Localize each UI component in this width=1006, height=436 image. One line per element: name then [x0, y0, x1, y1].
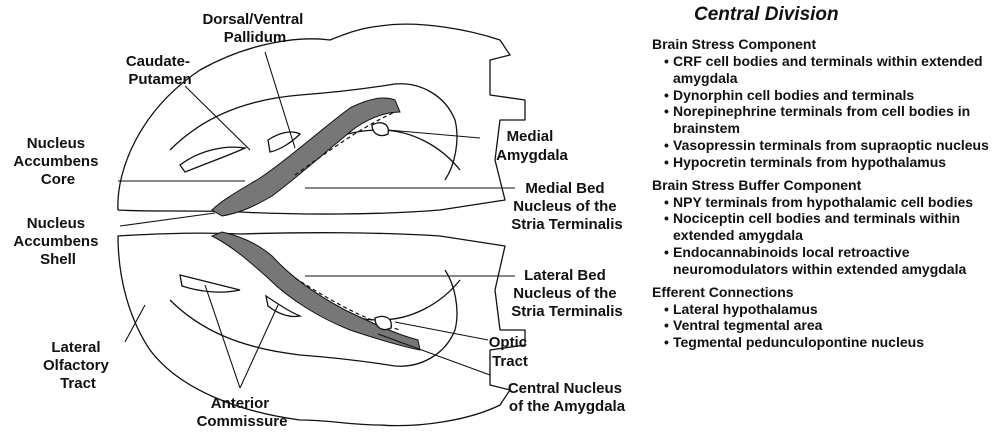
section-efferent-connections: Efferent Connections Lateral hypothalamu…	[652, 284, 1004, 351]
list-item: Norepinephrine terminals from cell bodie…	[664, 103, 1004, 137]
section-heading: Efferent Connections	[652, 284, 1004, 301]
list-item: Tegmental pedunculopontine nucleus	[664, 334, 1004, 351]
central-division-panel: Central Division Brain Stress Component …	[652, 4, 1004, 357]
lower-hemisphere-outline	[118, 233, 525, 426]
brain-section-diagram: Dorsal/Ventral Pallidum Caudate- Putamen…	[0, 0, 650, 436]
label-optic-tract: Optic Tract	[489, 334, 532, 370]
label-anterior-commissure: Anterior Commissure	[197, 395, 288, 430]
list-item: CRF cell bodies and terminals within ext…	[664, 53, 1004, 87]
list-item: Vasopressin terminals from supraoptic nu…	[664, 137, 1004, 154]
optic-tract-upper	[268, 132, 300, 152]
list-item: Lateral hypothalamus	[664, 301, 1004, 318]
list-item: NPY terminals from hypothalamic cell bod…	[664, 194, 1004, 211]
label-medial-amygdala: Medial Amygdala	[496, 128, 568, 164]
label-central-nucleus-amygdala: Central Nucleus of the Amygdala	[508, 380, 626, 415]
section-list: NPY terminals from hypothalamic cell bod…	[652, 194, 1004, 278]
list-item: Endocannabinoids local retroactive neuro…	[664, 244, 1004, 278]
leader-central-nucleus	[378, 334, 490, 375]
list-item: Nociceptin cell bodies and terminals wit…	[664, 210, 1004, 244]
section-heading: Brain Stress Buffer Component	[652, 177, 1004, 194]
label-lateral-bed-nucleus: Lateral Bed Nucleus of the Stria Termina…	[511, 267, 622, 320]
list-item: Ventral tegmental area	[664, 317, 1004, 334]
label-nucleus-accumbens-core: Nucleus Accumbens Core	[13, 135, 102, 188]
label-medial-bed-nucleus: Medial Bed Nucleus of the Stria Terminal…	[511, 180, 622, 233]
label-dorsal-ventral-pallidum: Dorsal/Ventral Pallidum	[202, 11, 307, 46]
anterior-commissure-upper	[180, 147, 245, 172]
extended-amygdala-upper-band	[212, 98, 400, 216]
leader-anterior-commissure-a	[205, 285, 240, 388]
anterior-commissure-lower	[180, 275, 240, 292]
section-heading: Brain Stress Component	[652, 36, 1004, 53]
list-item: Dynorphin cell bodies and terminals	[664, 87, 1004, 104]
section-brain-stress-buffer-component: Brain Stress Buffer Component NPY termin…	[652, 177, 1004, 278]
list-item: Hypocretin terminals from hypothalamus	[664, 154, 1004, 171]
leader-nucleus-accumbens-shell	[120, 213, 215, 226]
leader-medial-amygdala	[388, 130, 480, 138]
leader-caudate-putamen	[185, 86, 250, 150]
label-nucleus-accumbens-shell: Nucleus Accumbens Shell	[13, 215, 102, 268]
section-brain-stress-component: Brain Stress Component CRF cell bodies a…	[652, 36, 1004, 171]
medial-amygdala-shape	[372, 123, 388, 136]
label-lateral-olfactory-tract: Lateral Olfactory Tract	[43, 339, 113, 392]
label-caudate-putamen: Caudate- Putamen	[126, 53, 194, 88]
section-list: Lateral hypothalamus Ventral tegmental a…	[652, 301, 1004, 351]
panel-title: Central Division	[694, 4, 1004, 26]
section-list: CRF cell bodies and terminals within ext…	[652, 53, 1004, 171]
leader-anterior-commissure-b	[240, 305, 278, 388]
